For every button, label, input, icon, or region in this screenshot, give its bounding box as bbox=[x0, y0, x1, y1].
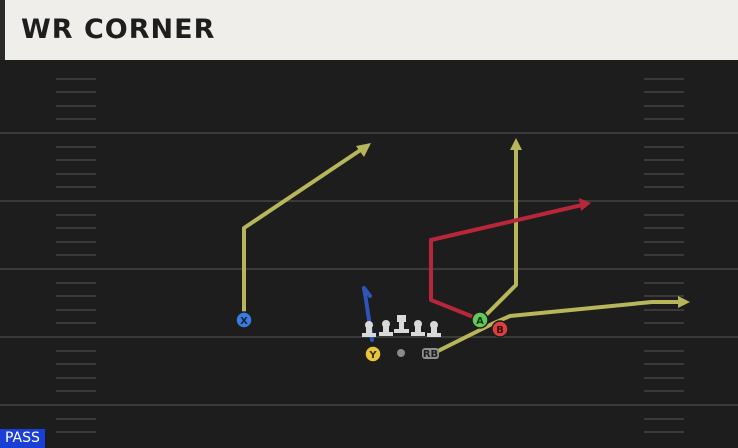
receiver-x-button[interactable]: X bbox=[235, 311, 253, 329]
route-y-block bbox=[362, 286, 374, 342]
center-icon bbox=[394, 315, 409, 333]
running-back-marker[interactable]: RB bbox=[422, 348, 439, 360]
lineman-icon bbox=[379, 320, 393, 336]
route-x-arrowhead bbox=[356, 143, 371, 157]
receiver-y-label: Y bbox=[368, 350, 377, 361]
rb-label: RB bbox=[423, 349, 438, 360]
route-b-out bbox=[429, 203, 584, 322]
lineman-icon bbox=[411, 320, 425, 336]
lineman-icon bbox=[427, 321, 441, 337]
route-x-corner bbox=[242, 147, 364, 322]
offensive-line bbox=[362, 315, 441, 337]
route-a-arrowhead bbox=[510, 138, 522, 150]
receiver-x-label: X bbox=[240, 316, 248, 327]
route-a-go bbox=[479, 146, 518, 322]
receiver-a-label: A bbox=[476, 316, 484, 327]
receiver-b-label: B bbox=[496, 325, 504, 336]
lineman-icon bbox=[362, 321, 376, 337]
yard-lines bbox=[0, 132, 738, 406]
play-field: RB X Y A B bbox=[0, 60, 738, 448]
play-header: WR CORNER bbox=[0, 0, 738, 60]
hash-marks bbox=[56, 78, 684, 433]
play-title: WR CORNER bbox=[21, 14, 216, 45]
route-rb-arrowhead bbox=[678, 296, 690, 308]
route-rb-flat bbox=[430, 300, 682, 356]
receiver-a-button[interactable]: A bbox=[471, 311, 489, 329]
receiver-b-button[interactable]: B bbox=[491, 320, 509, 338]
play-diagram: RB X Y A B bbox=[0, 78, 738, 433]
quarterback-icon bbox=[397, 349, 405, 357]
play-type-badge: PASS bbox=[0, 429, 45, 448]
route-b-arrowhead bbox=[579, 198, 591, 211]
receiver-y-button[interactable]: Y bbox=[364, 345, 382, 363]
